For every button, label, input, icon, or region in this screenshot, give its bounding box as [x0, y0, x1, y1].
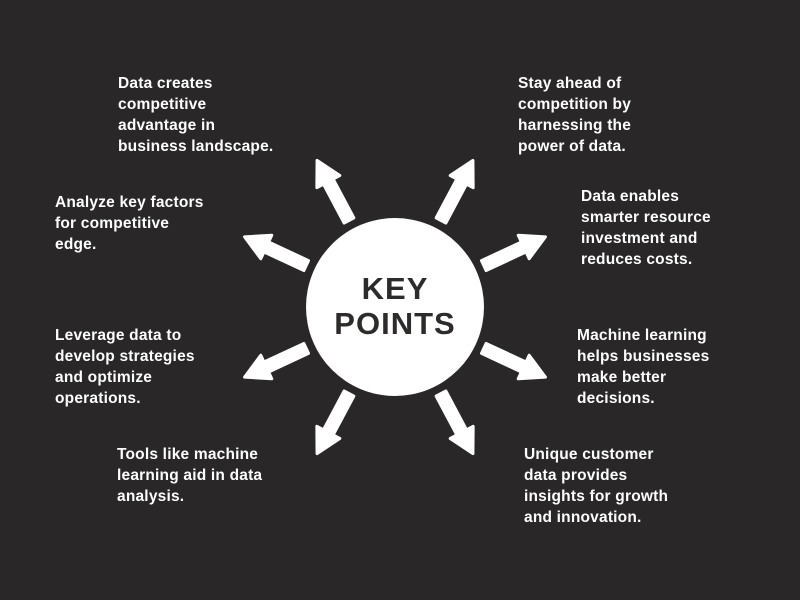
arrow-left-up-icon — [237, 223, 314, 279]
center-circle: KEY POINTS — [306, 218, 484, 396]
point-text-left-lower: Leverage data to develop strategies and … — [55, 327, 195, 407]
point-text-top-left: Data creates competitive advantage in bu… — [118, 75, 274, 155]
point-text-right-upper: Data enables smarter resource investment… — [581, 188, 711, 268]
point-text-bottom-left: Tools like machine learning aid in data … — [117, 446, 263, 505]
arrow-left-down-icon — [237, 335, 314, 391]
arrow-right-down-icon — [476, 335, 553, 391]
arrow-up-right-icon — [428, 152, 486, 229]
arrow-down-left-icon — [304, 385, 362, 462]
point-text-left-upper: Analyze key factors for competitive edge… — [55, 194, 204, 253]
arrow-right-up-icon — [476, 223, 553, 279]
point-text-bottom-right: Unique customer data provides insights f… — [524, 446, 669, 526]
point-text-top-right: Stay ahead of competition by harnessing … — [518, 75, 632, 155]
point-text-right-lower: Machine learning helps businesses make b… — [577, 327, 710, 407]
arrow-up-left-icon — [304, 152, 362, 229]
diagram-title: KEY POINTS — [334, 271, 456, 341]
arrow-down-right-icon — [428, 385, 486, 462]
